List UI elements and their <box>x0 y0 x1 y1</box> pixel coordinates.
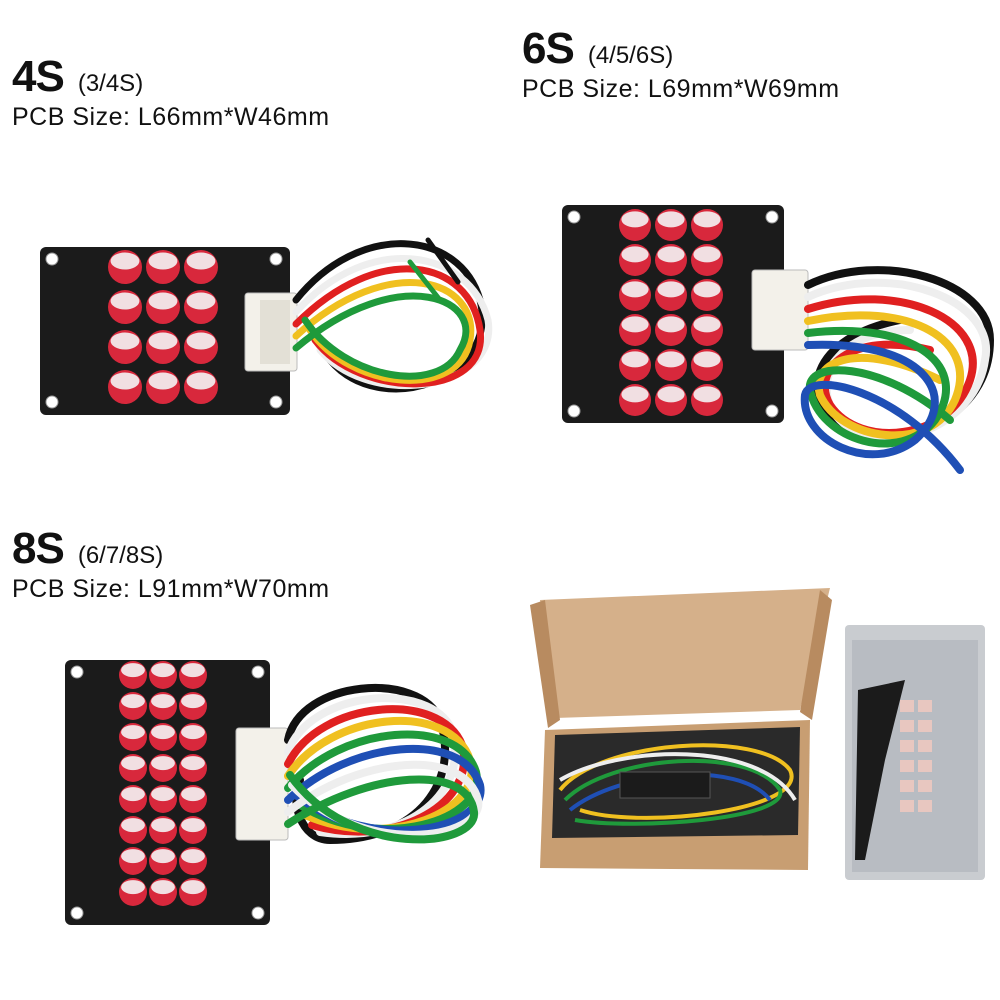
capacitor-top <box>621 316 649 333</box>
capacitor-top <box>186 372 216 390</box>
capacitor-top <box>110 372 140 390</box>
capacitor-top <box>110 332 140 350</box>
capacitor-top <box>121 880 145 895</box>
capacitor-top <box>151 849 175 864</box>
capacitor-top <box>693 281 721 298</box>
capacitor-top <box>693 386 721 403</box>
capacitor-top <box>110 252 140 270</box>
capacitor-top <box>151 818 175 833</box>
capacitor-top <box>151 880 175 895</box>
capacitor-top <box>148 292 178 310</box>
capacitor-top <box>151 663 175 678</box>
variant-8s-pcb-size: PCB Size: L91mm*W70mm <box>12 575 330 603</box>
variant-6s-label: 6S (4/5/6S) PCB Size: L69mm*W69mm <box>522 27 840 102</box>
capacitor-top <box>181 694 205 709</box>
capacitor-top <box>121 725 145 740</box>
capacitor-top <box>621 246 649 263</box>
capacitor-top <box>121 849 145 864</box>
capacitor-top <box>657 246 685 263</box>
capacitor-top <box>121 663 145 678</box>
capacitor-top <box>121 787 145 802</box>
variant-4s-name: 4S <box>12 52 65 101</box>
capacitor-top <box>151 725 175 740</box>
board-6s-wire-harness <box>800 266 995 474</box>
capacitor-top <box>693 246 721 263</box>
capacitor-top <box>181 725 205 740</box>
variant-8s-label: 8S (6/7/8S) PCB Size: L91mm*W70mm <box>12 527 330 602</box>
capacitor-top <box>621 386 649 403</box>
capacitor-top <box>181 787 205 802</box>
variant-4s-pcb-size: PCB Size: L66mm*W46mm <box>12 103 330 131</box>
capacitor-top <box>621 351 649 368</box>
capacitor-top <box>621 211 649 228</box>
capacitor-top <box>181 880 205 895</box>
variant-6s-range: (4/5/6S) <box>587 42 674 69</box>
board-8s-wire-harness <box>284 683 485 845</box>
capacitor-top <box>148 332 178 350</box>
capacitor-top <box>121 818 145 833</box>
capacitor-top <box>181 663 205 678</box>
board-6s-pcb-image <box>562 205 809 423</box>
capacitor-top <box>181 818 205 833</box>
capacitor-top <box>693 316 721 333</box>
capacitor-top <box>148 252 178 270</box>
capacitor-top <box>657 351 685 368</box>
capacitor-top <box>181 756 205 771</box>
capacitor-top <box>693 351 721 368</box>
board-4s-pcb-image <box>40 247 298 415</box>
variant-6s-pcb-size: PCB Size: L69mm*W69mm <box>522 75 840 103</box>
board-4s-wire-harness <box>292 237 493 393</box>
capacitor-top <box>121 756 145 771</box>
capacitor-top <box>121 694 145 709</box>
capacitor-top <box>657 281 685 298</box>
capacitor-top <box>181 849 205 864</box>
capacitor-top <box>151 756 175 771</box>
capacitor-top <box>657 386 685 403</box>
capacitor-top <box>657 316 685 333</box>
capacitor-top <box>148 372 178 390</box>
variant-8s-range: (6/7/8S) <box>77 542 164 569</box>
capacitor-top <box>657 211 685 228</box>
variant-4s-label: 4S (3/4S) PCB Size: L66mm*W46mm <box>12 55 330 130</box>
capacitor-top <box>186 332 216 350</box>
antistatic-bag-image <box>845 625 985 880</box>
packaging-box-image <box>530 588 832 870</box>
capacitor-top <box>186 292 216 310</box>
variant-8s-name: 8S <box>12 524 65 573</box>
capacitor-top <box>151 694 175 709</box>
capacitor-top <box>110 292 140 310</box>
variant-6s-name: 6S <box>522 24 575 73</box>
capacitor-top <box>621 281 649 298</box>
capacitor-top <box>186 252 216 270</box>
capacitor-top <box>151 787 175 802</box>
variant-4s-range: (3/4S) <box>77 70 144 97</box>
board-8s-pcb-image <box>65 660 289 925</box>
capacitor-top <box>693 211 721 228</box>
